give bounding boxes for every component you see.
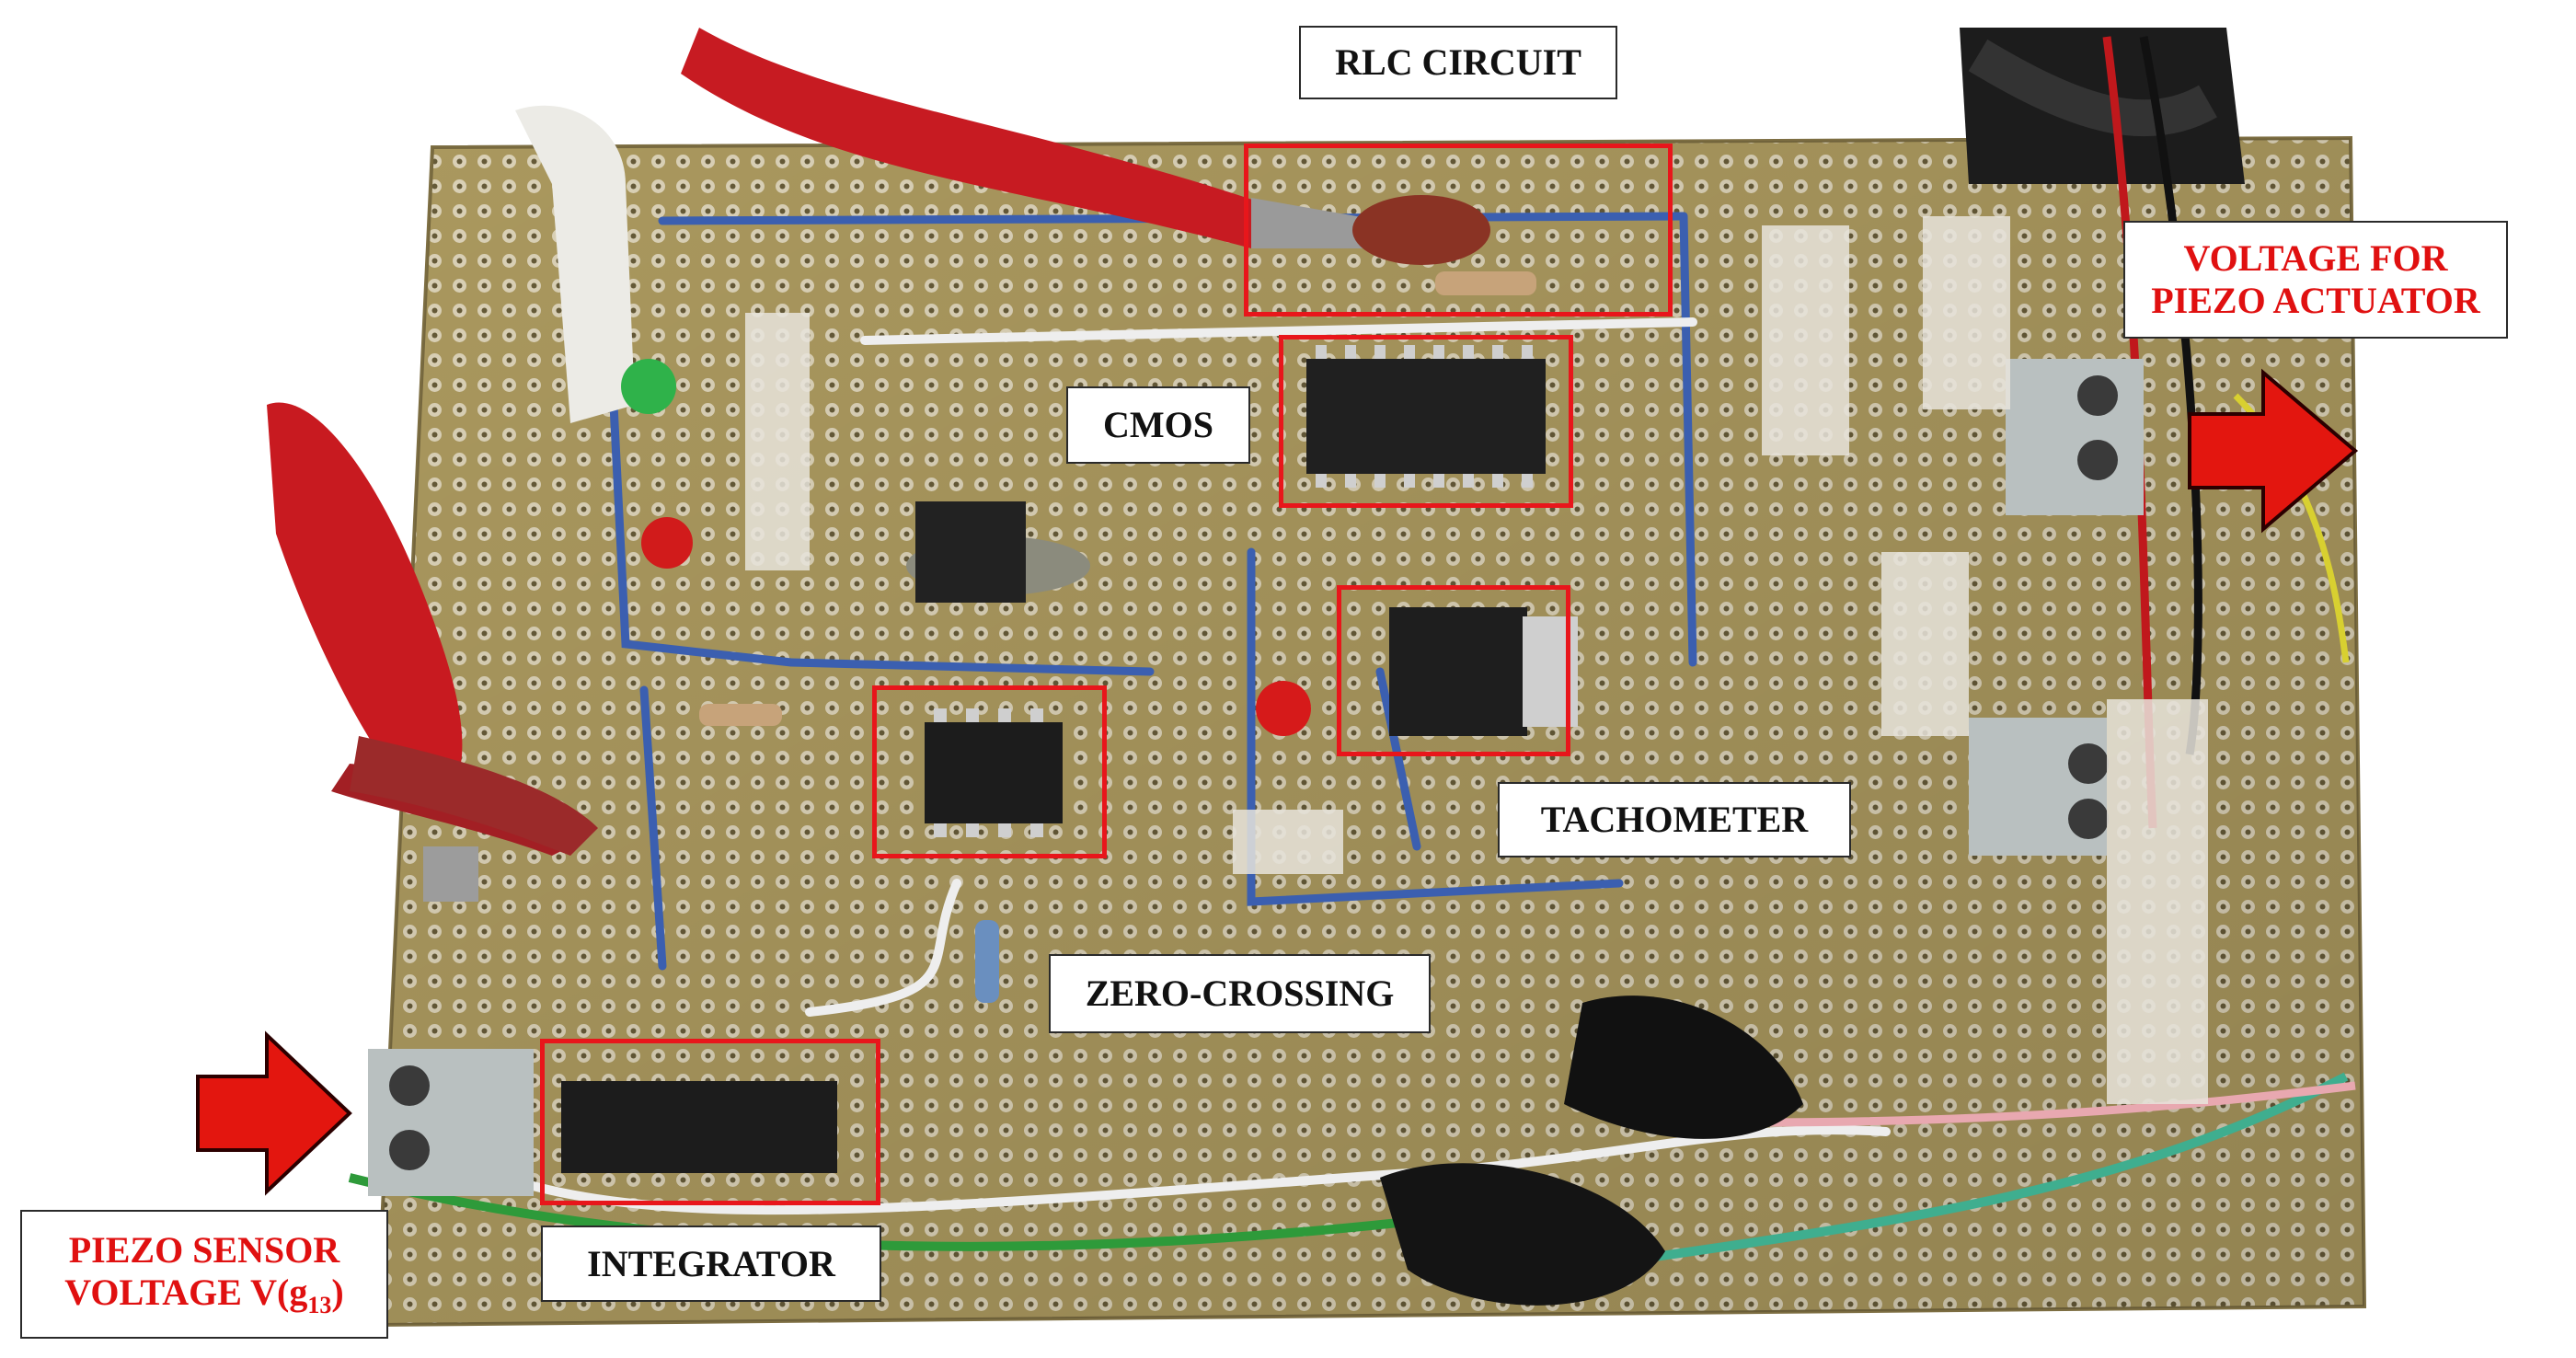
red-arrow-sensor (196, 1030, 352, 1196)
label-piezo-sensor-voltage: PIEZO SENSOR VOLTAGE V(g13) (20, 1210, 388, 1339)
black-tape-1 (1564, 995, 1803, 1139)
perfboard (374, 135, 2367, 1328)
resistor-rlc (1435, 271, 1536, 295)
green-led (621, 359, 676, 414)
label-integrator: INTEGRATOR (541, 1226, 881, 1302)
highlight-cmos (1279, 335, 1573, 508)
red-led-center (1256, 681, 1311, 736)
label-rlc-circuit: RLC CIRCUIT (1299, 26, 1617, 99)
ic-integrator-chip (561, 1081, 837, 1173)
terminal-block-sensor (368, 1049, 534, 1196)
highlight-rlc-circuit (1244, 144, 1673, 316)
capacitor-rlc (1352, 195, 1490, 265)
masking-tape-strips (745, 216, 2208, 1104)
label-voltage-piezo-actuator: VOLTAGE FOR PIEZO ACTUATOR (2123, 221, 2508, 339)
empty-ic-socket (915, 501, 1026, 603)
terminal-block-right-lower (1969, 718, 2109, 856)
ic-cmos-chip (1306, 345, 1546, 488)
terminal-block-actuator (2006, 359, 2144, 515)
black-tape-2 (1380, 1163, 1665, 1306)
red-led-left (641, 517, 693, 569)
ic-zero-crossing-chip (925, 708, 1063, 837)
highlight-integrator (540, 1039, 880, 1205)
highlight-tachometer (1337, 585, 1570, 756)
white-tape-left (515, 105, 635, 423)
label-zero-crossing: ZERO-CROSSING (1049, 954, 1431, 1033)
highlight-zero-crossing (872, 685, 1107, 858)
label-tachometer: TACHOMETER (1498, 782, 1851, 857)
teal-wire (1563, 1072, 2349, 1274)
label-cmos: CMOS (1066, 386, 1250, 464)
blue-wires (603, 212, 1697, 971)
red-arrow-actuator (2188, 368, 2359, 534)
